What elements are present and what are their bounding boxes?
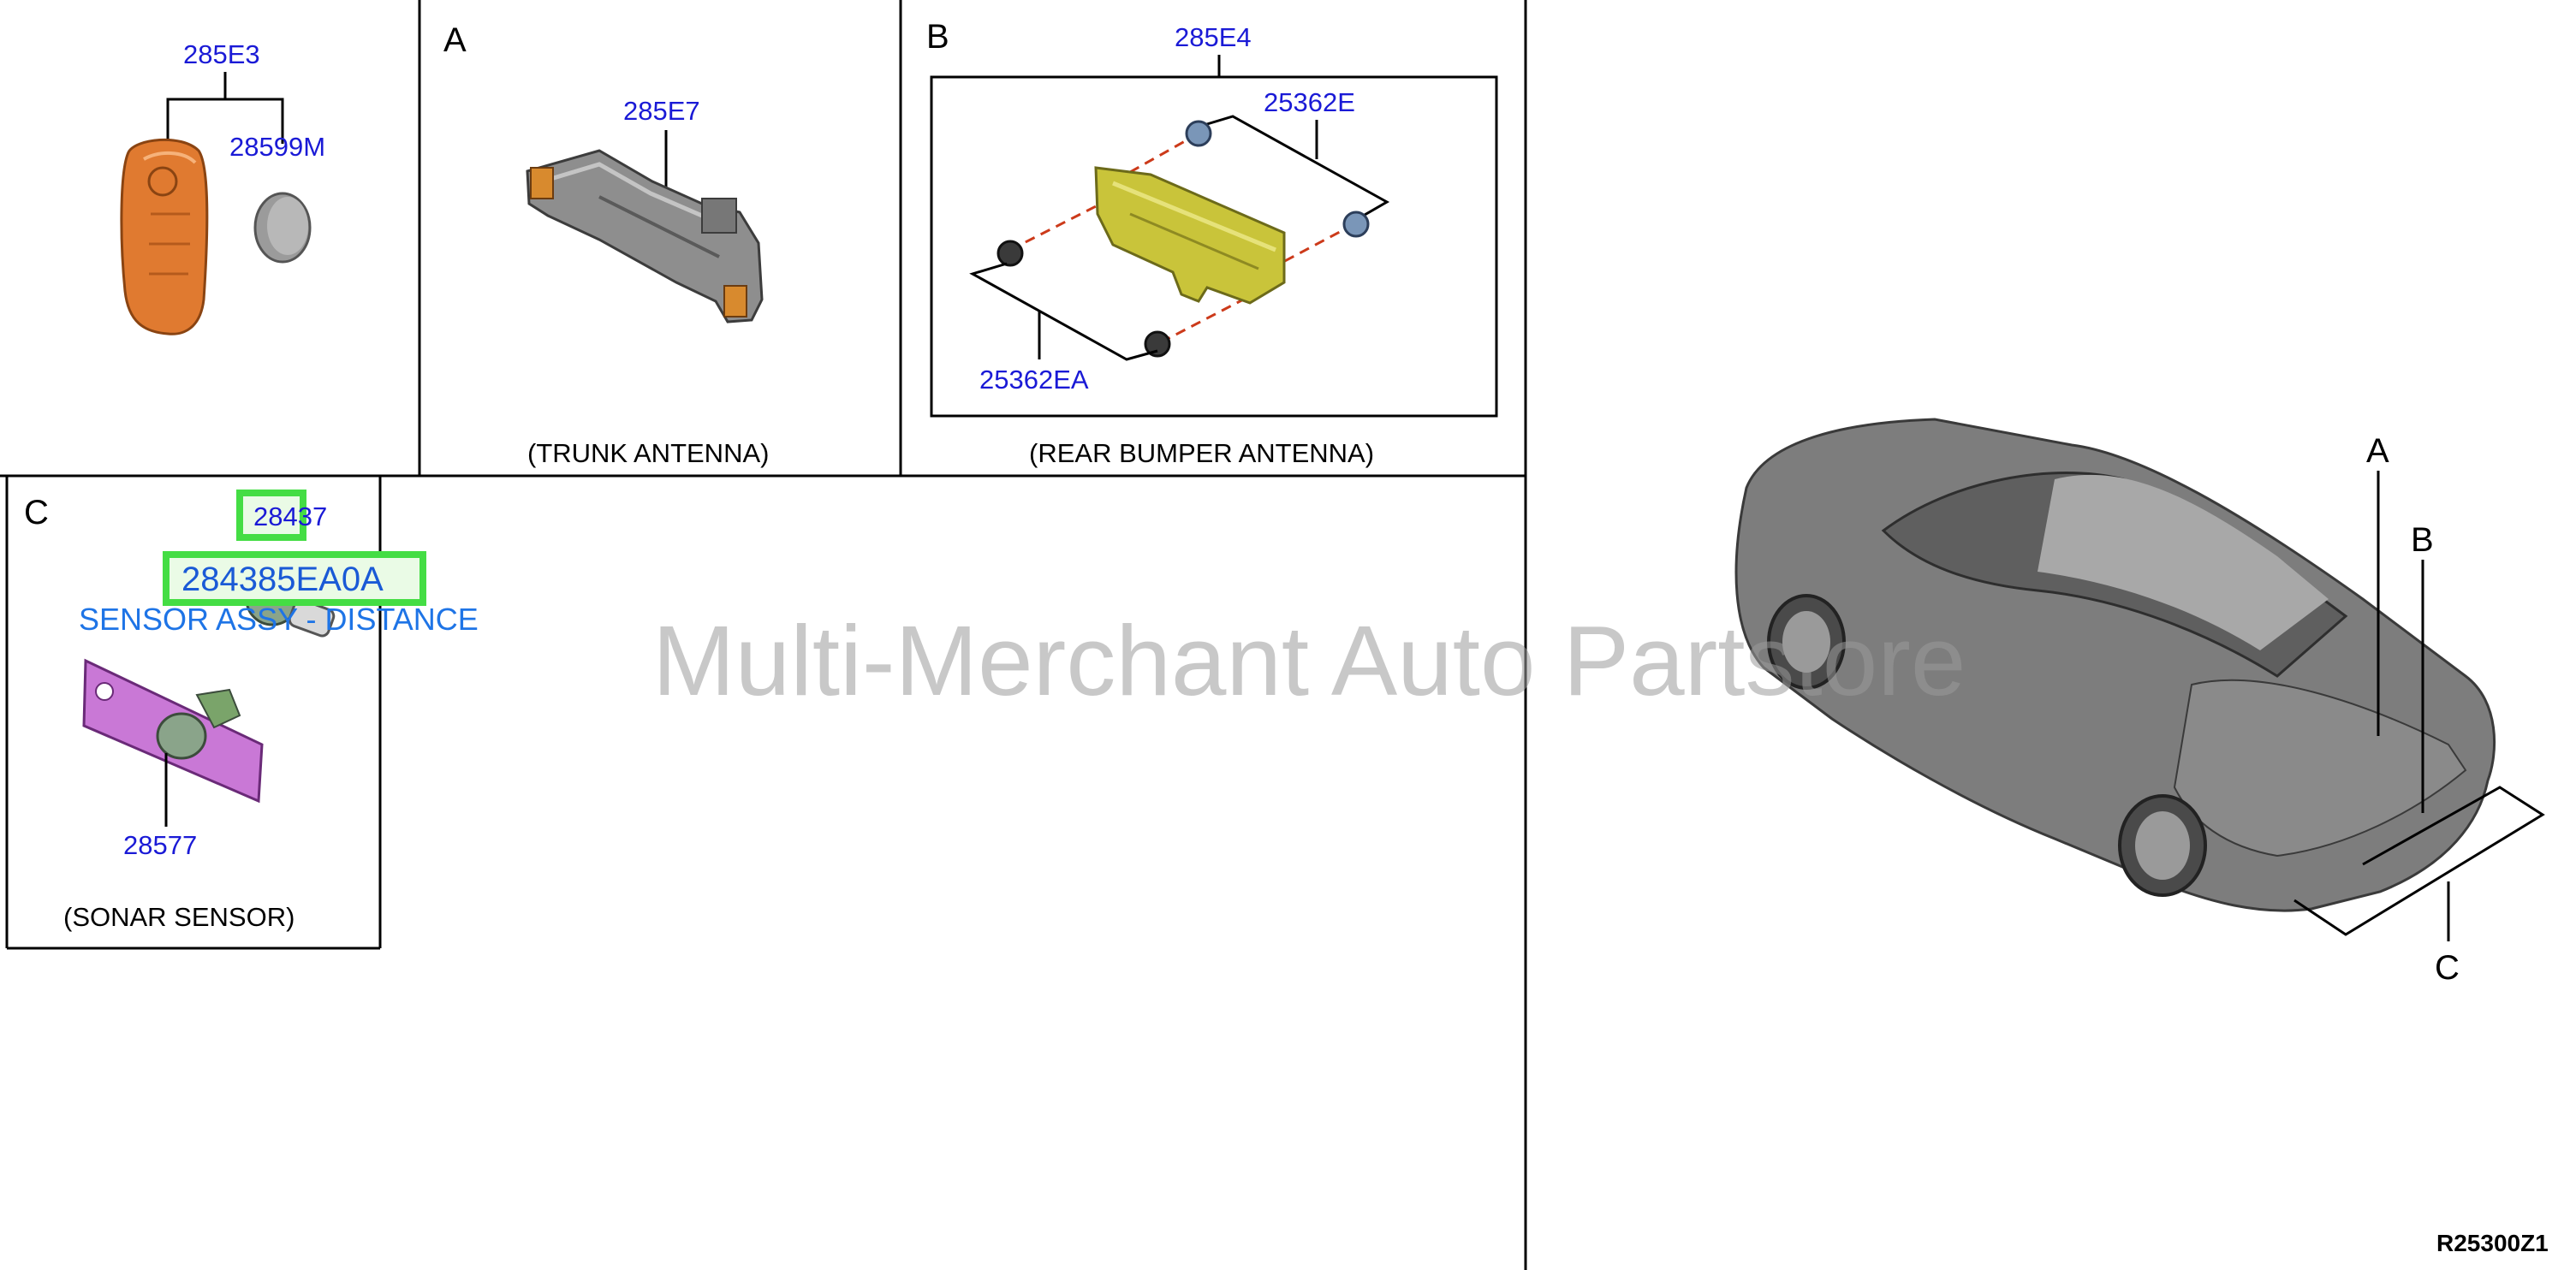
diagram-reference: R25300Z1 <box>2436 1230 2549 1256</box>
keyfob-panel: 285E3 28599M <box>120 39 325 335</box>
highlight-box-284385ea0a <box>163 551 426 606</box>
part-label-28437[interactable]: 28437 <box>253 501 327 531</box>
part-label-284385ea0a[interactable]: 284385EA0A <box>181 561 384 598</box>
watermark: Multi-Merchant Auto Partstore <box>652 605 1966 716</box>
part-label-28599m[interactable]: 28599M <box>229 132 325 162</box>
keyfob-icon <box>120 138 209 335</box>
panel-letter-a: A <box>443 21 467 59</box>
panel-frames <box>0 0 1527 1270</box>
part-label-285e4[interactable]: 285E4 <box>1175 22 1252 52</box>
caption-sonar-sensor: (SONAR SENSOR) <box>63 902 294 932</box>
caption-rear-bumper-antenna: (REAR BUMPER ANTENNA) <box>1029 438 1374 468</box>
bolt-icon <box>996 240 1171 358</box>
car-callout-b[interactable]: B <box>2411 521 2434 559</box>
highlight-box-28437 <box>236 490 306 541</box>
nut-icon <box>1185 120 1370 238</box>
panel-letter-b: B <box>926 18 949 56</box>
part-label-25362e[interactable]: 25362E <box>1264 87 1355 117</box>
vehicle-view: A B C <box>1734 418 2545 987</box>
trunk-antenna-icon <box>526 149 764 323</box>
rear-bumper-antenna-panel: B 285E4 25362E 25362EA (REAR BUMPER ANTE… <box>926 18 1498 468</box>
car-callout-c[interactable]: C <box>2435 949 2460 987</box>
antenna-bracket-icon <box>1094 166 1286 305</box>
caption-trunk-antenna: (TRUNK ANTENNA) <box>527 438 769 468</box>
battery-icon <box>253 192 312 264</box>
part-label-28577[interactable]: 28577 <box>123 830 197 860</box>
car-callout-a[interactable]: A <box>2366 432 2389 470</box>
part-label-285e3[interactable]: 285E3 <box>183 39 260 69</box>
sonar-bracket-icon <box>82 658 264 804</box>
part-label-285e7[interactable]: 285E7 <box>623 96 700 126</box>
panel-letter-c: C <box>24 494 49 531</box>
part-description: SENSOR ASSY - DISTANCE <box>79 602 479 637</box>
sonar-sensor-panel: C 28437 284385EA0A SENSOR ASSY - DISTANC… <box>24 490 479 932</box>
part-label-25362ea[interactable]: 25362EA <box>979 365 1089 395</box>
trunk-antenna-panel: A 285E7 (TRUNK ANTENNA) <box>443 21 769 468</box>
car-icon <box>1734 418 2496 912</box>
